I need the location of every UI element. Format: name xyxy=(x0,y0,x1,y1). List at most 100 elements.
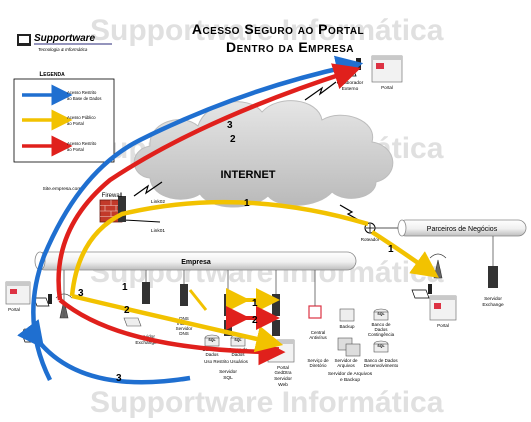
infra-label: Antivírus xyxy=(309,335,327,340)
portal-label: Portal xyxy=(437,323,449,328)
logo-name: Supportware xyxy=(34,33,96,44)
laptop-icon xyxy=(123,317,142,327)
path-blue-upper xyxy=(31,55,364,382)
path-red-upper xyxy=(56,63,361,301)
legend-item-label: Acesso Restrito xyxy=(67,90,97,95)
infra-label: e Backup xyxy=(340,377,360,383)
parceiros-pipe: Parceiros de Negócios xyxy=(397,219,527,237)
infra-label: Backup xyxy=(339,324,355,329)
portal-label: Portal xyxy=(8,307,20,312)
path-number: 1 xyxy=(388,244,394,255)
portal-label: Portal xyxy=(381,85,393,90)
server-icon xyxy=(180,284,188,306)
watermark-text: Supportware Informática xyxy=(90,14,444,47)
firewall-label: Firewall xyxy=(102,193,123,199)
infra-label: Servidor de Arquivos xyxy=(328,371,373,377)
watermark-text: Supportware Informática xyxy=(90,386,444,419)
colaborador-label: Externo xyxy=(342,86,359,92)
infra-label: Central xyxy=(311,330,326,335)
infra-label: Desenvolvimento xyxy=(364,363,399,368)
infra-label: Servidor de xyxy=(334,358,358,363)
link02-label: Link02 xyxy=(151,199,165,205)
company-logo: Supportware Tecnologia & Informática xyxy=(17,33,112,52)
path-red-lower xyxy=(58,298,286,366)
server-icon xyxy=(142,282,150,304)
lightning-icon xyxy=(133,181,163,197)
infra-cluster: Central Antivírus Backup SQL Banco de Da… xyxy=(307,270,399,383)
infra-label: Banco de Dados xyxy=(364,358,398,363)
link01-label: Link01 xyxy=(151,228,165,234)
db-label: Dados xyxy=(205,352,219,357)
server-icon xyxy=(118,196,126,222)
left-users: Portal xyxy=(5,270,73,343)
dns-label: DNS xyxy=(179,316,189,321)
access-paths: 3 2 1 1 1 2 3 3 1 2 xyxy=(17,55,439,385)
phone-icon xyxy=(48,294,52,304)
title-line2: Dentro da Empresa xyxy=(226,39,354,55)
path-yellow-middle xyxy=(69,199,369,297)
lightning-icon xyxy=(304,81,337,101)
dns-label: Servidor xyxy=(176,326,193,331)
link-line xyxy=(123,219,161,223)
path-number: 1 xyxy=(122,282,128,293)
sql-badge: SQL xyxy=(377,312,385,316)
path-number: 1 xyxy=(244,198,250,209)
phone-icon xyxy=(428,284,432,294)
path-yellow-lower xyxy=(71,293,284,353)
path-blue-bottom xyxy=(17,319,191,385)
path-number: 2 xyxy=(230,134,236,145)
web-label: Web xyxy=(278,382,288,388)
site-label: Site.empresa.com xyxy=(43,186,82,192)
path-number: 3 xyxy=(227,120,233,131)
infra-label: Diretório xyxy=(309,363,327,368)
server-icon xyxy=(488,266,498,288)
infra-label: Contingência xyxy=(368,332,395,337)
path-number: 3 xyxy=(78,288,84,299)
cloud-shape xyxy=(133,100,394,208)
laptop-icon xyxy=(33,297,50,307)
web-label: Servidor xyxy=(274,376,292,382)
empresa-label: Empresa xyxy=(181,259,211,266)
antivirus-icon xyxy=(308,305,322,319)
server-icon xyxy=(224,294,232,316)
legend: Legenda Acesso Restrito ao Base de Dados… xyxy=(13,71,115,163)
db-label: Dados xyxy=(231,352,245,357)
infra-label: Serviço de xyxy=(307,358,329,363)
sql-footer-label: Uso Restrito Usuários xyxy=(204,359,249,364)
title-line1: Acesso Seguro ao Portal xyxy=(192,21,364,37)
colaborador-label: Colaborador xyxy=(337,80,364,86)
sql-footer-label: Servidor xyxy=(219,369,237,375)
sql-footer-label: SQL xyxy=(223,375,233,381)
internet-label: INTERNET xyxy=(221,169,276,181)
server-label: Exchange xyxy=(482,302,504,308)
web-label: GedDtra xyxy=(274,370,292,375)
sql-badge: SQL xyxy=(234,338,242,342)
infra-label: Banco de xyxy=(371,322,391,327)
path-number: 2 xyxy=(252,315,258,326)
sql-badge: SQL xyxy=(377,344,385,348)
legend-item-label: ao Portal xyxy=(67,121,84,126)
server-icon xyxy=(272,294,280,316)
legend-item-label: ao Base de Dados xyxy=(67,96,101,101)
web-label: Portal xyxy=(277,365,289,370)
logo-tagline: Tecnologia & Informática xyxy=(38,47,88,52)
laptop-icon xyxy=(411,289,430,299)
server-label: Servidor xyxy=(484,296,502,302)
server-icon xyxy=(272,320,280,336)
router-label: Roteador xyxy=(361,237,380,242)
infra-label: Dados xyxy=(374,327,388,332)
backup-icon xyxy=(339,308,355,322)
path-number: 3 xyxy=(116,373,122,384)
path-number: 2 xyxy=(124,305,130,316)
parceiros-label: Parceiros de Negócios xyxy=(427,226,498,233)
sql-badge: SQL xyxy=(208,338,216,342)
internet-cloud: INTERNET xyxy=(133,100,394,208)
legend-item-label: Acesso Restrito xyxy=(67,141,97,146)
dns-label: DNS xyxy=(179,331,189,336)
web-server: Portal GedDtra Servidor Web xyxy=(267,339,295,388)
legend-item-label: ao Portal xyxy=(67,147,84,152)
legend-title: Legenda xyxy=(39,71,65,78)
path-number: 1 xyxy=(252,298,258,309)
phone-icon xyxy=(356,58,361,70)
